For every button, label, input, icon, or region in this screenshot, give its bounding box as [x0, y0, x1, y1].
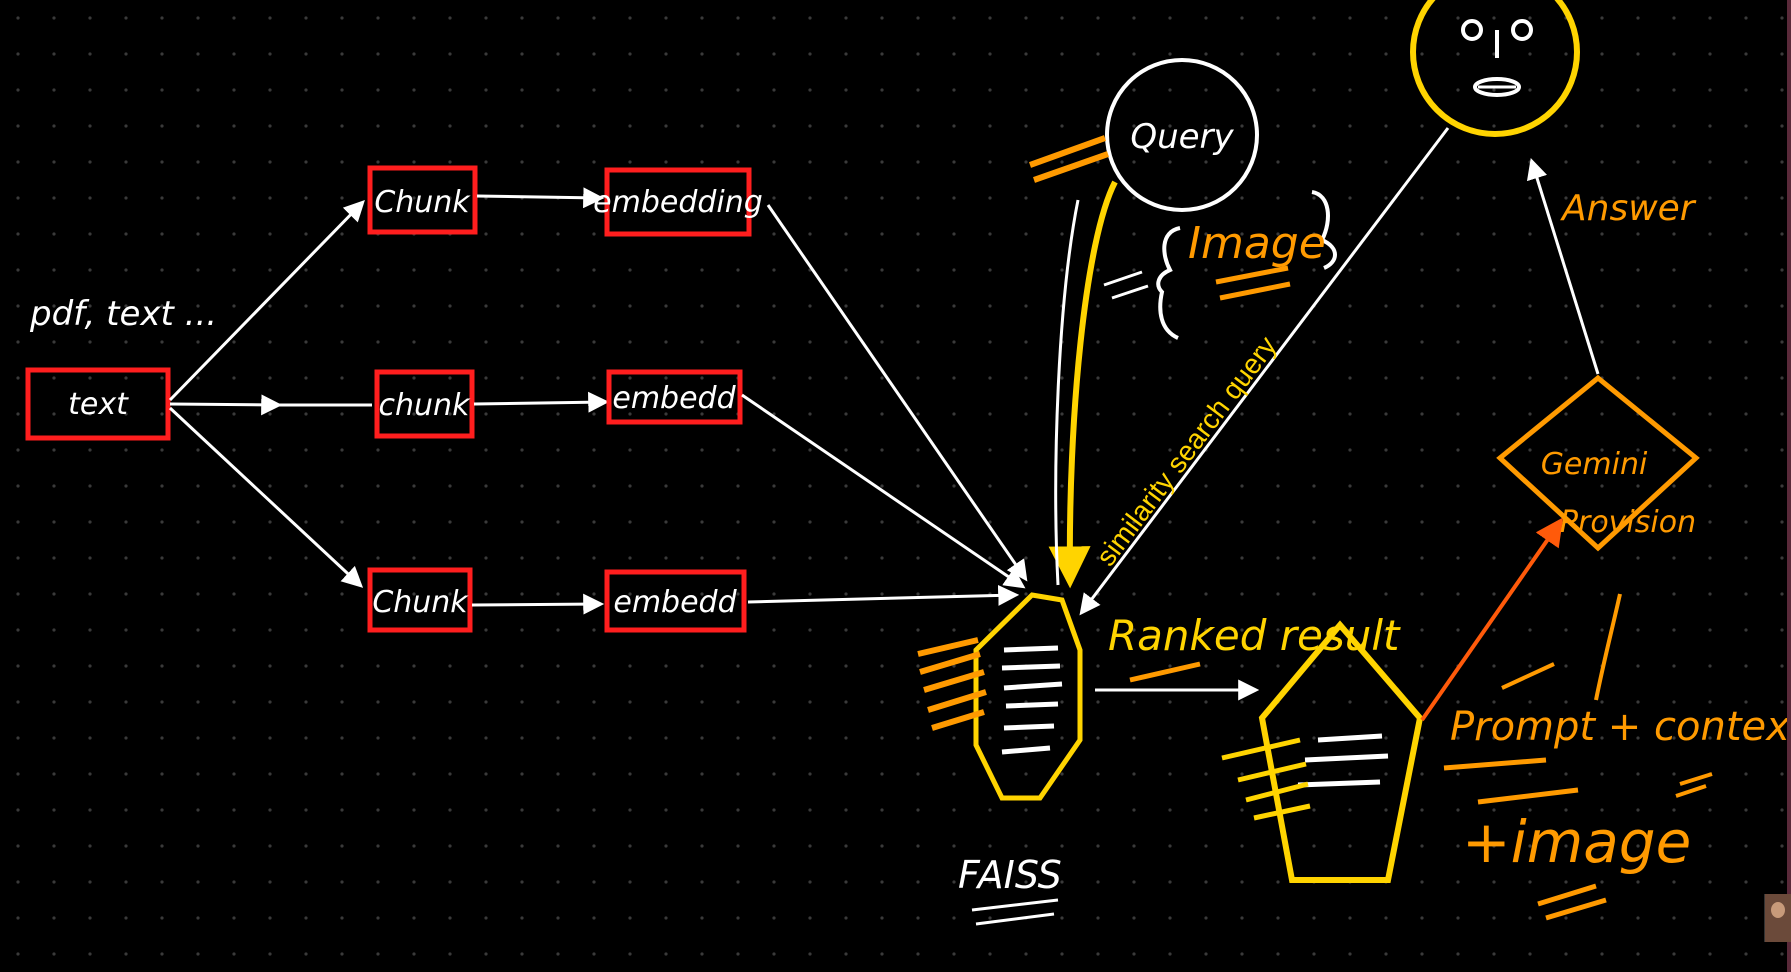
- embed-node-1[interactable]: embedding: [593, 167, 763, 237]
- embed-label-1: embedding: [593, 185, 763, 220]
- arrow-chunk2-embed2: [473, 391, 610, 413]
- chunk-label-1: Chunk: [374, 185, 471, 220]
- arrow-text-chunk2: [169, 394, 283, 416]
- gemini-label: Gemini: [1541, 447, 1648, 482]
- presenter-avatar: [1771, 902, 1785, 918]
- arrow-chunk3-embed3: [471, 593, 605, 615]
- image-underline: [1215, 265, 1291, 301]
- query-node[interactable]: Query: [1105, 58, 1259, 212]
- plus-image-label: +image: [1462, 808, 1691, 876]
- gemini-to-answer-arrow: [1526, 157, 1600, 375]
- right-edge-border: [1787, 0, 1791, 972]
- ranked-to-gemini-arrow: [1420, 517, 1564, 722]
- plus-image-bar: [1477, 787, 1579, 805]
- answer-face[interactable]: [1410, 0, 1580, 137]
- text-node-label: text: [68, 387, 129, 422]
- arrow-text-chunk3: [168, 406, 364, 588]
- arrow-embed2-faiss: [741, 393, 1026, 589]
- context-side-marks: [1675, 772, 1713, 798]
- ranked-label: Ranked result: [1108, 611, 1401, 660]
- arrow-chunk1-embed1: [476, 187, 605, 209]
- source-label: pdf, text ...: [29, 294, 217, 334]
- arrow-embed1-faiss: [766, 204, 1028, 582]
- query-scribbles: [1028, 135, 1109, 183]
- brace-left: [1156, 226, 1181, 340]
- chunk-node-1[interactable]: Chunk: [367, 165, 478, 235]
- ranked-results-node[interactable]: [1258, 620, 1424, 883]
- image-side-marks: [1103, 270, 1149, 300]
- chunk-label-2: chunk: [379, 388, 472, 423]
- arrow-text-chunk1: [168, 199, 365, 402]
- ranked-scribbles: [1221, 737, 1311, 821]
- faiss-label: FAISS: [958, 853, 1062, 897]
- similarity-search-arrow: [1079, 127, 1450, 616]
- answer-label: Answer: [1560, 188, 1697, 229]
- provision-label: Provision: [1560, 505, 1696, 540]
- chunk-node-2[interactable]: chunk: [374, 369, 475, 439]
- faiss-underline: [971, 898, 1059, 926]
- query-label: Query: [1130, 117, 1234, 157]
- brace-right: [1311, 190, 1337, 270]
- faiss-scribbles: [917, 637, 987, 731]
- presenter-thumbnail: [1764, 894, 1791, 942]
- embed-label-2: embedd: [612, 381, 736, 416]
- image-note: Image: [1188, 218, 1326, 269]
- plus-image-underline: [1537, 883, 1607, 921]
- embed-node-2[interactable]: embedd: [606, 369, 743, 425]
- faiss-store[interactable]: [973, 592, 1083, 801]
- prompt-pointer: [1594, 593, 1622, 701]
- query-to-faiss-white: [1054, 199, 1080, 586]
- gemini-node[interactable]: Gemini Provision: [1496, 374, 1700, 552]
- text-node[interactable]: text: [25, 367, 171, 441]
- embed-label-3: embedd: [613, 585, 737, 620]
- prompt-label: Prompt + context: [1450, 704, 1791, 750]
- chunk-label-3: Chunk: [372, 585, 469, 620]
- chunk-node-3[interactable]: Chunk: [367, 567, 473, 633]
- embed-node-3[interactable]: embedd: [604, 569, 747, 633]
- query-to-faiss-arrow: [1048, 180, 1118, 589]
- prompt-underline: [1443, 757, 1547, 771]
- arrow-embed3-faiss: [747, 584, 1020, 606]
- ranked-underline: [1129, 661, 1201, 683]
- prompt-tick: [1501, 662, 1555, 690]
